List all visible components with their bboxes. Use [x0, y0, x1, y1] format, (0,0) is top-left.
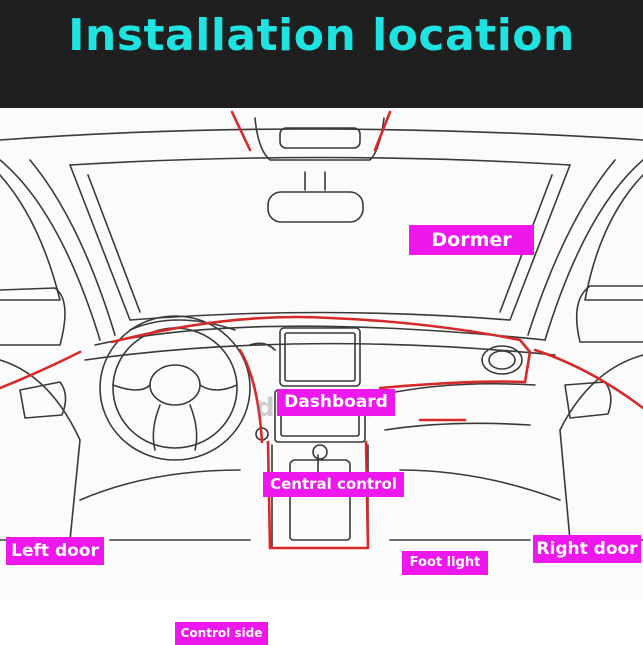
label-foot-light: Foot light [402, 551, 488, 575]
label-dashboard: Dashboard [277, 389, 395, 416]
page-title: Installation location [68, 10, 575, 61]
car-interior-illustration: dubizzle Dormer Dashboard Central contro… [0, 108, 643, 645]
car-interior-sketch [0, 110, 643, 550]
label-dormer: Dormer [409, 225, 534, 255]
label-right-door: Right door [533, 535, 641, 563]
label-left-door: Left door [6, 537, 104, 565]
header-bar: Installation location [0, 0, 643, 108]
label-control-side: Control side [175, 622, 268, 645]
label-central-control: Central control [263, 472, 404, 497]
